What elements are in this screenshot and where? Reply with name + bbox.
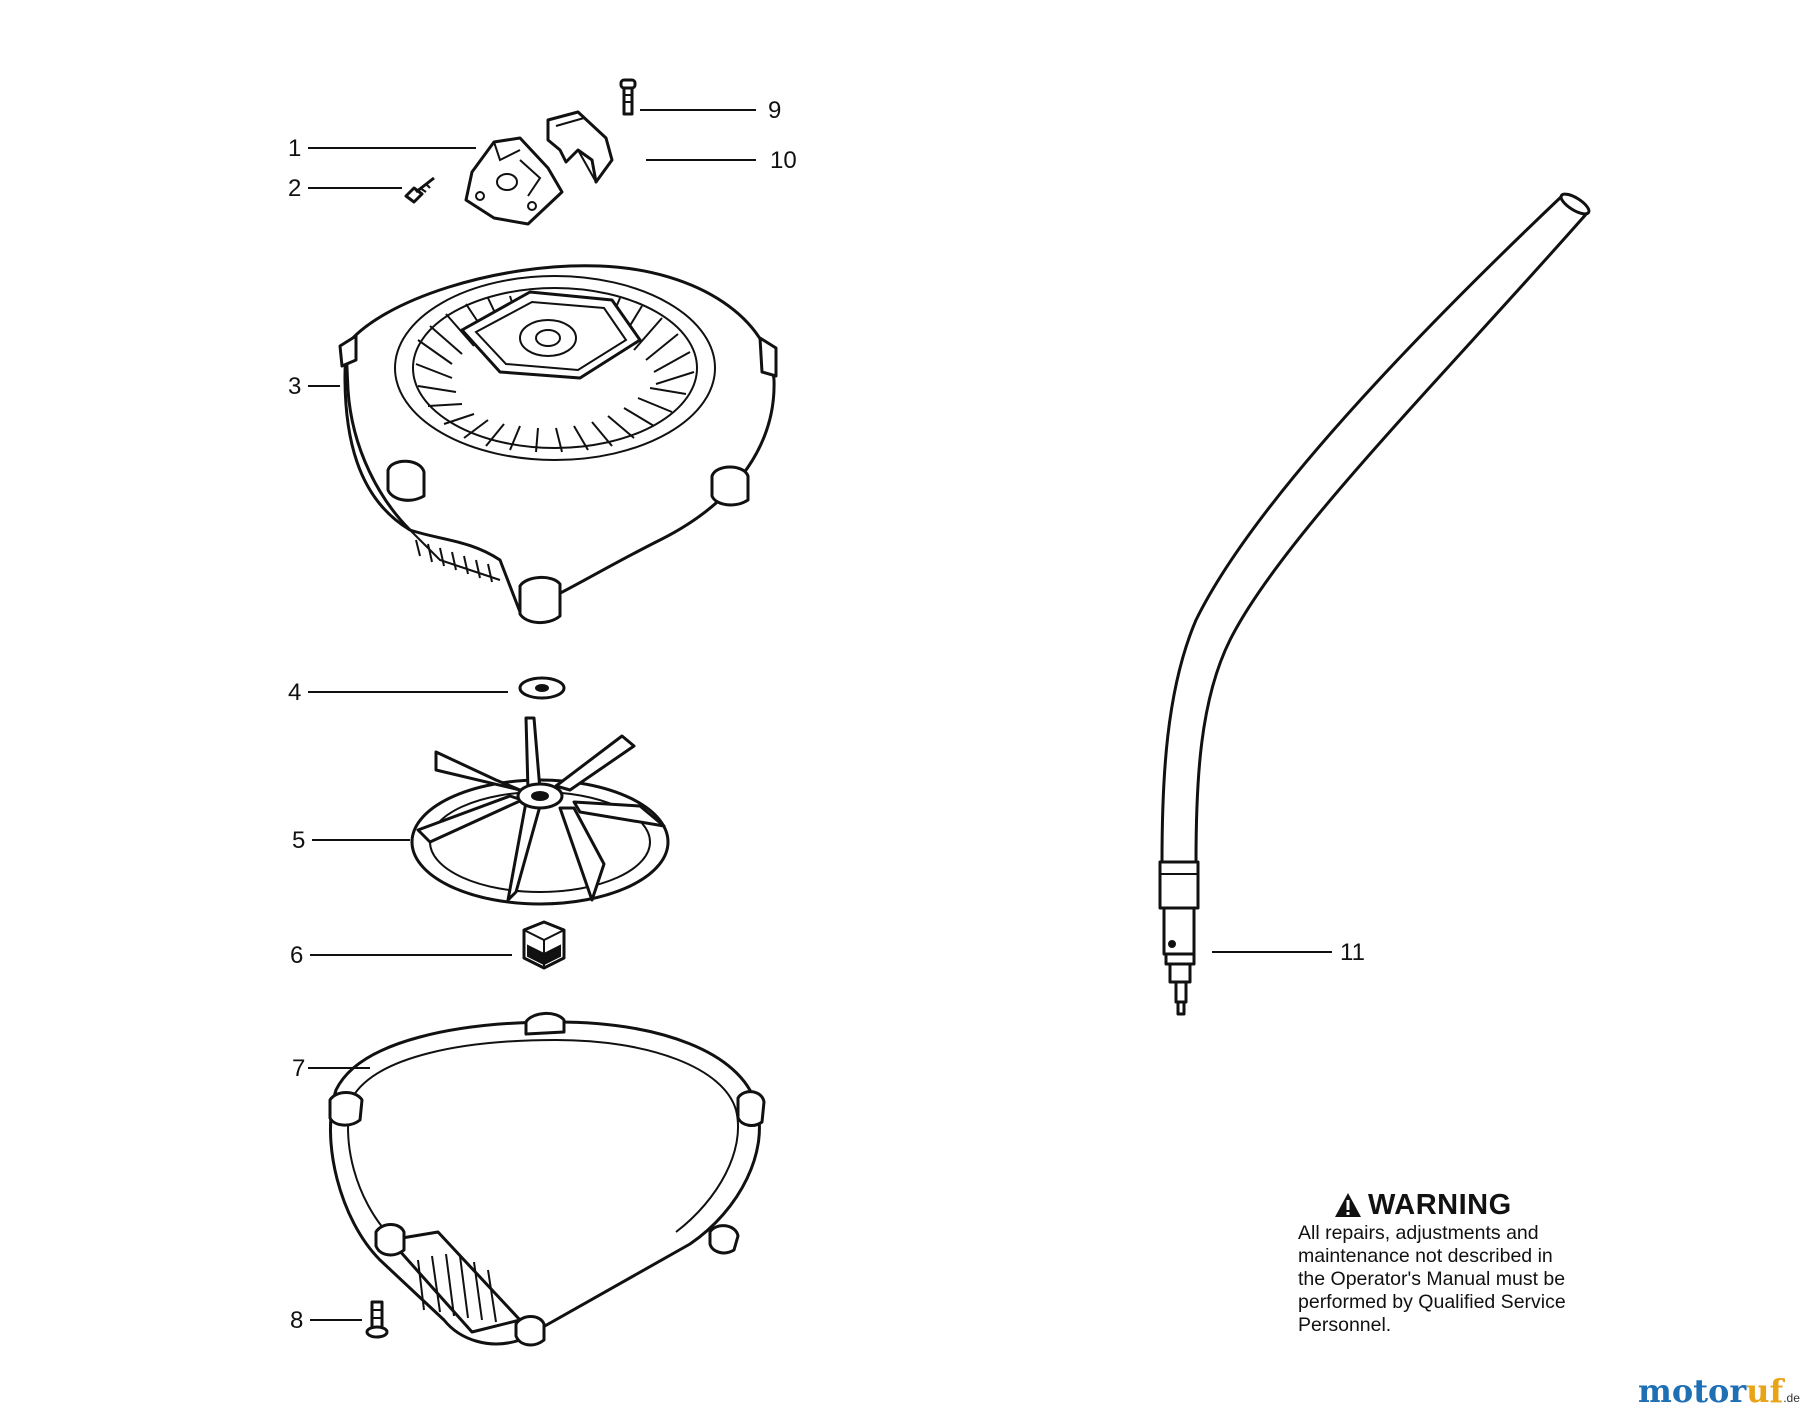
warning-heading: WARNING	[1334, 1190, 1628, 1220]
warning-notice: WARNING All repairs, adjustments and mai…	[1298, 1190, 1628, 1337]
warning-title: WARNING	[1368, 1189, 1512, 1221]
callout-11: 11	[1340, 939, 1365, 966]
callout-9: 9	[768, 97, 781, 124]
callout-3: 3	[288, 373, 301, 400]
part-8-screw	[365, 1300, 389, 1339]
part-9-screw	[619, 78, 637, 116]
part-5-fan-impeller	[410, 716, 670, 906]
callout-4: 4	[288, 679, 301, 706]
callout-5: 5	[292, 827, 305, 854]
part-1-clamp-base	[464, 136, 564, 226]
part-2-screw	[404, 176, 435, 204]
warning-body: All repairs, adjustments and maintenance…	[1298, 1222, 1566, 1336]
callout-6: 6	[290, 942, 303, 969]
part-10-clamp-top	[546, 110, 614, 184]
watermark-tld: .de	[1783, 1391, 1800, 1405]
callout-10: 10	[770, 147, 797, 174]
callout-2: 2	[288, 175, 301, 202]
part-11-blower-tube	[1158, 192, 1591, 1016]
callout-1: 1	[288, 135, 301, 162]
part-7-housing-ring	[328, 1012, 766, 1347]
part-6-nut	[522, 920, 566, 970]
callout-7: 7	[292, 1055, 305, 1082]
warning-triangle-icon	[1335, 1193, 1361, 1217]
watermark-brand-accent: uf	[1746, 1372, 1784, 1410]
part-4-washer	[518, 676, 566, 700]
part-3-blower-housing	[338, 264, 778, 624]
watermark: motoruf.de	[1638, 1372, 1800, 1410]
watermark-brand: motor	[1638, 1372, 1747, 1410]
callout-8: 8	[290, 1307, 303, 1334]
